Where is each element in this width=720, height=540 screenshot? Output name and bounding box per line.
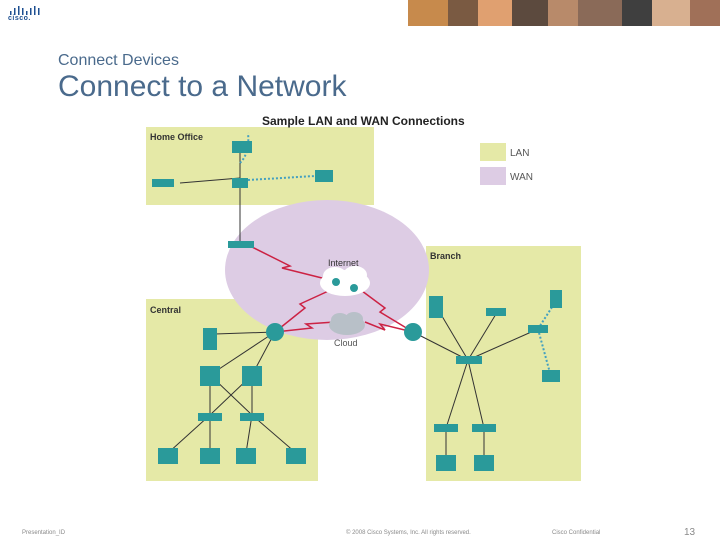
printer-icon	[152, 179, 174, 187]
footer-copyright: © 2008 Cisco Systems, Inc. All rights re…	[346, 530, 471, 536]
header-photo-strip	[408, 0, 720, 26]
wireless-links	[239, 132, 555, 374]
branch-router-icon	[404, 323, 422, 341]
legend-wan-label: WAN	[510, 172, 533, 183]
footer-confidential: Cisco Confidential	[552, 530, 601, 536]
pc-icon	[236, 448, 256, 464]
header-photo	[652, 0, 690, 26]
multilayer-switch-icon	[242, 366, 262, 386]
ip-phone-icon	[550, 290, 562, 308]
wireless-router-icon	[232, 178, 248, 188]
switch-icon	[240, 413, 264, 421]
laptop-icon	[232, 141, 252, 153]
laptop-icon	[542, 370, 560, 382]
internet-router-icon	[332, 278, 340, 286]
multilayer-switch-icon	[200, 366, 220, 386]
pc-icon	[436, 455, 456, 471]
header-photo	[408, 0, 448, 26]
server-icon	[203, 328, 217, 350]
printer-icon	[486, 308, 506, 316]
header-photo	[448, 0, 478, 26]
internet-router-icon	[350, 284, 358, 292]
header-photo	[548, 0, 578, 26]
switch-icon	[472, 424, 496, 432]
internet-label: Internet	[328, 258, 359, 268]
legend-lan-label: LAN	[510, 148, 529, 159]
cisco-logo-icon	[10, 6, 40, 15]
laptop-icon	[315, 170, 333, 182]
central-label: Central	[150, 305, 181, 315]
slide-title: Connect to a Network	[58, 70, 347, 103]
legend-wan-swatch	[480, 167, 506, 185]
home-office-area	[146, 127, 374, 205]
header-photo	[512, 0, 548, 26]
modem-icon	[228, 241, 254, 248]
network-diagram: Sample LAN and WAN Connections Home Offi…	[146, 114, 581, 481]
devices	[152, 141, 562, 471]
page-number: 13	[684, 527, 696, 538]
logo-text: cisco.	[8, 15, 31, 22]
home-office-label: Home Office	[150, 132, 203, 142]
wireless-ap-icon	[528, 325, 548, 333]
pc-icon	[158, 448, 178, 464]
pc-icon	[286, 448, 306, 464]
wan-links	[249, 245, 414, 333]
internet-cloud	[320, 266, 370, 296]
branch-label: Branch	[430, 251, 461, 261]
switch-icon	[434, 424, 458, 432]
pc-icon	[474, 455, 494, 471]
header-photo	[478, 0, 512, 26]
footer-presentation-id: Presentation_ID	[22, 530, 66, 536]
branch-area	[426, 246, 581, 481]
diagram-title: Sample LAN and WAN Connections	[262, 114, 465, 128]
legend-lan-swatch	[480, 143, 506, 161]
central-router-icon	[266, 323, 284, 341]
header-photo	[622, 0, 652, 26]
slide-subtitle: Connect Devices	[58, 52, 179, 69]
switch-icon	[198, 413, 222, 421]
server-icon	[429, 296, 443, 318]
wan-cloud	[329, 312, 365, 335]
switch-icon	[456, 356, 482, 364]
cloud-label: Cloud	[334, 338, 358, 348]
pc-icon	[200, 448, 220, 464]
header-bar: cisco.	[0, 0, 720, 26]
header-photo	[690, 0, 720, 26]
header-photo	[578, 0, 622, 26]
